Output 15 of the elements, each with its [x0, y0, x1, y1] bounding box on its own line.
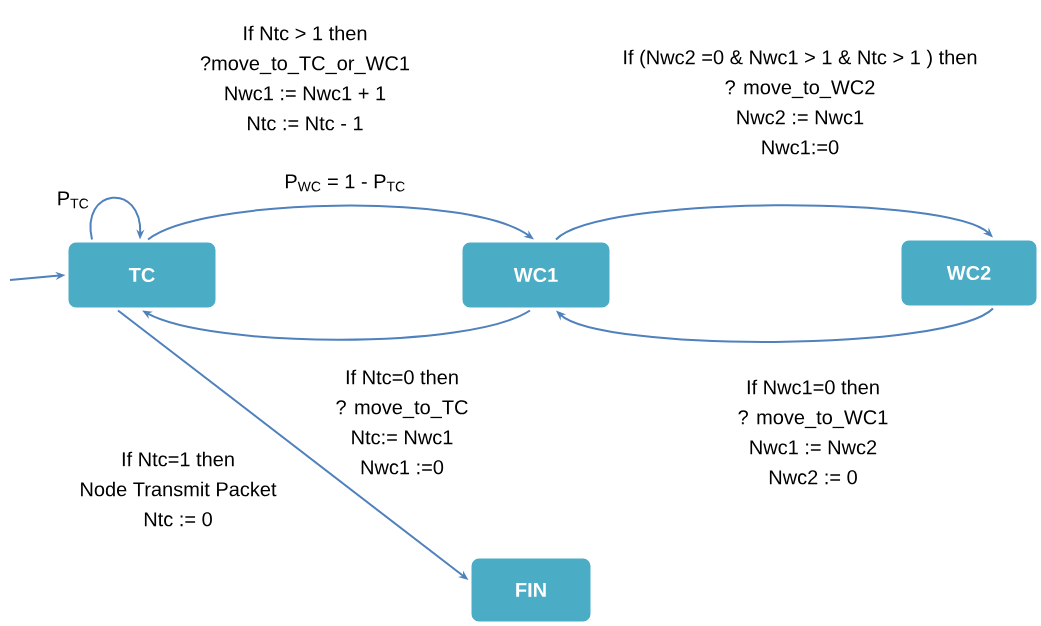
state-box: TC [65, 239, 219, 311]
state-box: WC2 [898, 237, 1040, 309]
arrow [555, 204, 993, 241]
condition-text: If Ntc=0 then ? move_to_TC Ntc:= Nwc1 Nwc1 :=0 [336, 369, 468, 475]
edge-label: P$_{TC}$ [55, 190, 91, 210]
state-box: FIN [468, 555, 594, 625]
arrow [556, 307, 994, 343]
condition-text: If Ntc > 1 then ?move_to_TC_or_WC1 Nwc1 := Nwc1 + 1 Ntc := Ntc - 1 [200, 25, 410, 131]
edge-label: P$_{WC}$ = 1 - P$_{TC}$ [283, 173, 407, 193]
condition-text: If (Nwc2 =0 & Nwc1 > 1 & Ntc > 1 ) then ? move_to_WC2 Nwc2 := Nwc1 Nwc1:=0 [624, 49, 977, 155]
condition-text: If Nwc1=0 then ? move_to_WC1 Nwc1 := Nwc2 Nwc2 := 0 [738, 379, 888, 485]
condition-text: If Ntc=1 then Node Transmit Packet Ntc := 0 [81, 451, 277, 527]
arrow [147, 204, 534, 241]
loop-arrow [89, 196, 145, 241]
state-box: WC1 [459, 239, 613, 311]
